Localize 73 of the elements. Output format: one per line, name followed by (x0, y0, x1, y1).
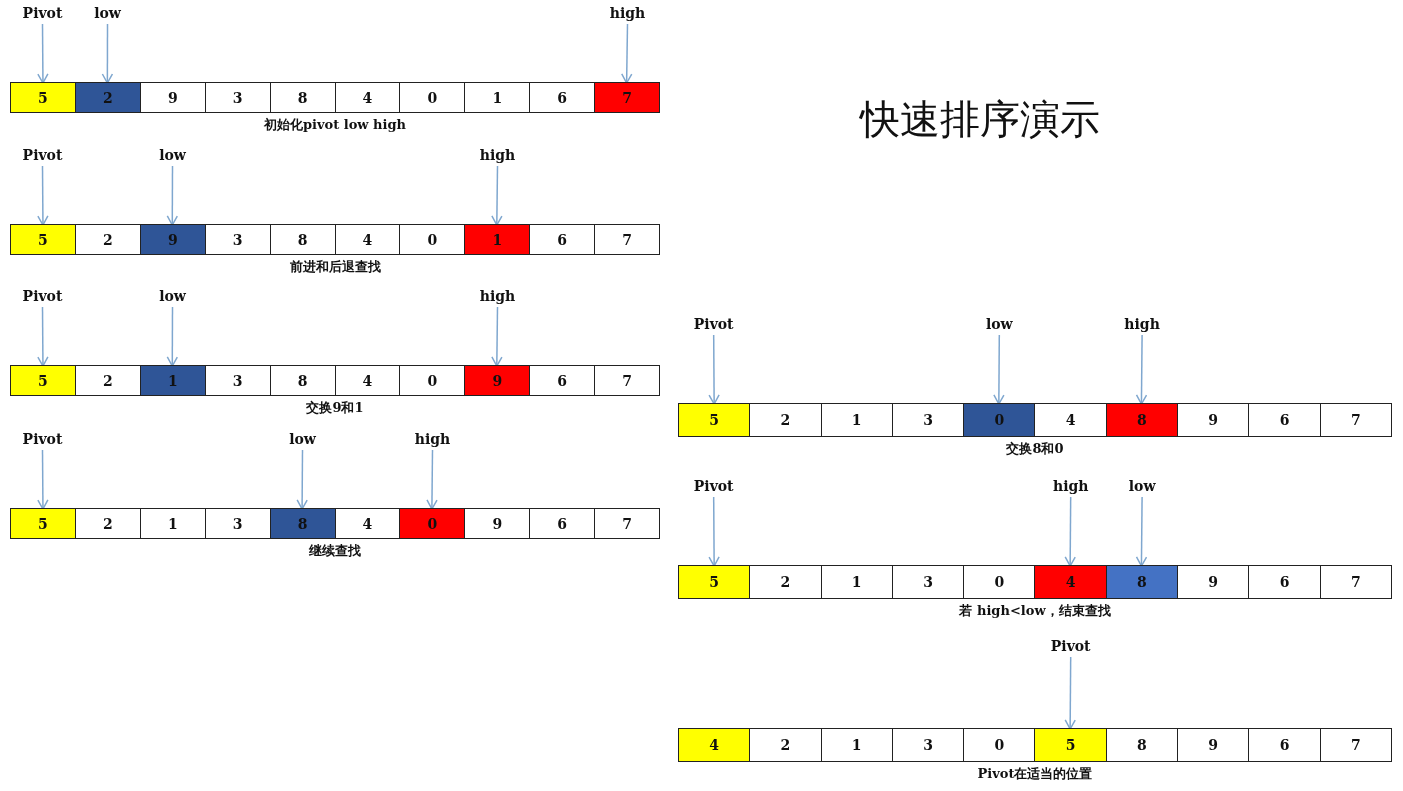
step-caption: 初始化pivot low high (264, 117, 406, 133)
array-cell: 8 (269, 509, 335, 538)
pointer-label: high (1124, 315, 1160, 333)
arrow (1064, 496, 1076, 567)
pointer-label: Pivot (22, 287, 63, 305)
step-caption: 交换9和1 (306, 400, 364, 416)
pointer-label: low (94, 4, 121, 22)
array-cell: 1 (139, 366, 205, 395)
array-cell: 8 (1105, 566, 1178, 598)
arrow (993, 334, 1005, 405)
array-cell: 5 (11, 509, 75, 538)
pointer-label: Pivot (22, 430, 63, 448)
array-bar (678, 565, 1392, 599)
arrow (621, 23, 633, 84)
array-bar (678, 403, 1392, 437)
pointer-label: low (985, 315, 1013, 333)
arrow (166, 306, 179, 367)
array-cell: 5 (1034, 729, 1106, 761)
diagram-title: 快速排序演示 (860, 95, 1100, 144)
array-cell: 5 (11, 225, 75, 254)
array-bar (678, 728, 1392, 762)
arrow (101, 23, 114, 84)
arrow (708, 496, 720, 567)
array-cell: 5 (11, 83, 75, 112)
array-cell: 4 (1034, 566, 1106, 598)
arrow (37, 449, 49, 510)
pointer-label: high (479, 146, 516, 164)
array-cell: 5 (679, 404, 750, 436)
array-cell: 0 (399, 509, 465, 538)
arrow (37, 23, 49, 84)
pointer-label: low (1128, 477, 1156, 495)
arrow (1135, 334, 1148, 405)
array-cell: 5 (11, 366, 75, 395)
array-bar (10, 82, 660, 113)
array-cell: 2 (74, 83, 140, 112)
pointer-label: low (159, 287, 186, 305)
array-cell: 7 (594, 83, 660, 112)
step-caption: 前进和后退查找 (289, 259, 381, 275)
array-cell: 8 (1105, 404, 1178, 436)
pointer-label: high (1052, 477, 1089, 495)
array-cell: 9 (464, 366, 530, 395)
pointer-label: low (159, 146, 186, 164)
arrow (166, 165, 179, 226)
array-bar (10, 508, 660, 539)
pointer-label: high (414, 430, 451, 448)
arrow (1064, 656, 1076, 730)
step-caption: 继续查找 (309, 543, 361, 559)
pointer-label: high (479, 287, 516, 305)
pointer-label: Pivot (693, 477, 734, 495)
array-cell: 5 (679, 566, 750, 598)
pointer-label: Pivot (693, 315, 734, 333)
arrow (491, 165, 503, 226)
arrow (296, 449, 308, 510)
step-caption: Pivot在适当的位置 (977, 766, 1093, 782)
array-cell: 9 (139, 225, 205, 254)
arrow (37, 165, 49, 226)
array-cell: 0 (963, 404, 1035, 436)
pointer-label: Pivot (1050, 637, 1091, 655)
arrow (708, 334, 720, 405)
array-bar (10, 365, 660, 396)
step-caption: 若 high<low，结束查找 (959, 603, 1111, 619)
step-caption: 交换8和0 (1006, 441, 1064, 457)
pointer-label: Pivot (22, 4, 63, 22)
array-bar (10, 224, 660, 255)
arrow (426, 449, 438, 510)
array-cell: 1 (464, 225, 530, 254)
arrow (37, 306, 49, 367)
pointer-label: Pivot (22, 146, 63, 164)
pointer-label: high (609, 4, 646, 22)
array-cell: 4 (679, 729, 750, 761)
pointer-label: low (289, 430, 316, 448)
arrow (1135, 496, 1148, 567)
arrow (491, 306, 503, 367)
